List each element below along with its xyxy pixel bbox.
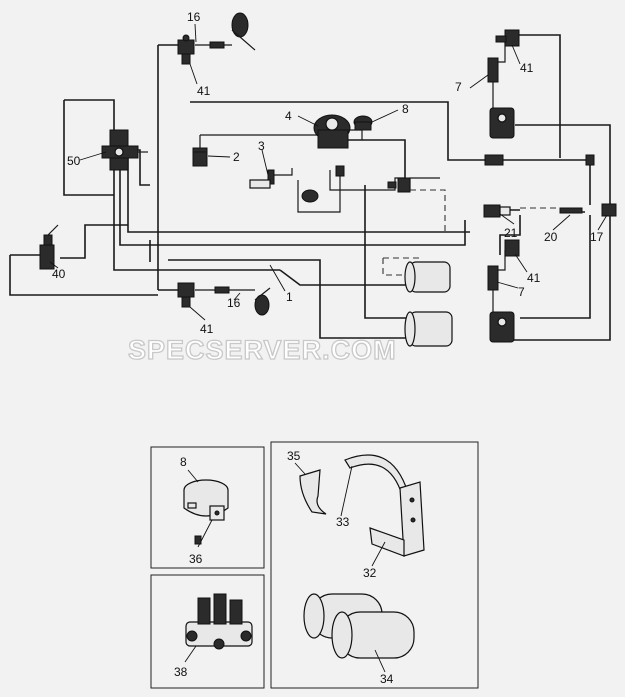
callout-34: 34: [380, 672, 394, 686]
callout-50: 50: [67, 154, 81, 168]
valve-50: [101, 129, 148, 171]
callout-41-bottom-left: 41: [200, 322, 214, 336]
brake-chamber-16-bottom: [195, 286, 271, 316]
valve-40: [39, 224, 59, 270]
valve-41-top-right: [495, 29, 520, 47]
chamber-7-lower: [487, 265, 515, 343]
dryer-8-detail: [183, 469, 229, 548]
bracket-35-detail: [294, 462, 327, 515]
air-tank-lower: [404, 311, 453, 347]
callout-4: 4: [285, 109, 292, 123]
callout-7-top: 7: [455, 80, 462, 94]
panel-valve-38: [150, 574, 265, 689]
watermark: SPECSERVER.COM: [128, 335, 397, 365]
callout-41-top-left: 41: [197, 84, 211, 98]
valve-41-mid-right: [504, 239, 520, 257]
pipe-network: [9, 34, 611, 341]
callout-40: 40: [52, 267, 66, 281]
valve-38-detail: [184, 593, 253, 663]
tee-fitting: [387, 177, 411, 193]
fitting-3: [249, 165, 345, 203]
callouts-top: 16 41 50 4 8 2 3 7 41 40 21 20 17 41 7 1…: [52, 10, 604, 336]
callout-21: 21: [504, 226, 518, 240]
valve-41-bottom-left: [177, 282, 195, 308]
callout-8-detail: 8: [180, 455, 187, 469]
callout-16-bottom: 16: [227, 296, 241, 310]
leader-lines: [49, 23, 608, 321]
fitting-2: [192, 147, 208, 167]
valve-21: [483, 204, 511, 218]
callout-38: 38: [174, 665, 188, 679]
callout-17: 17: [590, 230, 604, 244]
hose-20: [559, 207, 583, 214]
tee-right: [484, 154, 595, 166]
brake-chamber-16-top: [195, 12, 256, 51]
tanks-34-detail: [303, 593, 415, 673]
callout-3: 3: [258, 139, 265, 153]
air-tank-upper: [404, 261, 451, 293]
callout-1: 1: [286, 290, 293, 304]
callout-41-top-right: 41: [520, 61, 534, 75]
bracket-32-detail: [369, 481, 425, 567]
callout-8-top: 8: [402, 102, 409, 116]
compressor-4: [313, 114, 351, 149]
callout-20: 20: [544, 230, 558, 244]
panel-dryer: [150, 446, 265, 569]
dashed-lines: [382, 189, 560, 276]
callout-7-bottom: 7: [518, 285, 525, 299]
valve-41-top-left: [177, 34, 195, 65]
fitting-17: [601, 203, 617, 217]
callout-41-mid-right: 41: [527, 271, 541, 285]
callout-32: 32: [363, 566, 377, 580]
chamber-7-upper: [487, 57, 515, 139]
dryer-8-top: [353, 115, 373, 131]
strap-33-detail: [340, 454, 411, 517]
callout-2: 2: [233, 150, 240, 164]
callout-16-top: 16: [187, 10, 201, 24]
callout-36: 36: [189, 552, 203, 566]
panel-tanks: [270, 441, 479, 689]
callout-35: 35: [287, 449, 301, 463]
callout-33: 33: [336, 515, 350, 529]
